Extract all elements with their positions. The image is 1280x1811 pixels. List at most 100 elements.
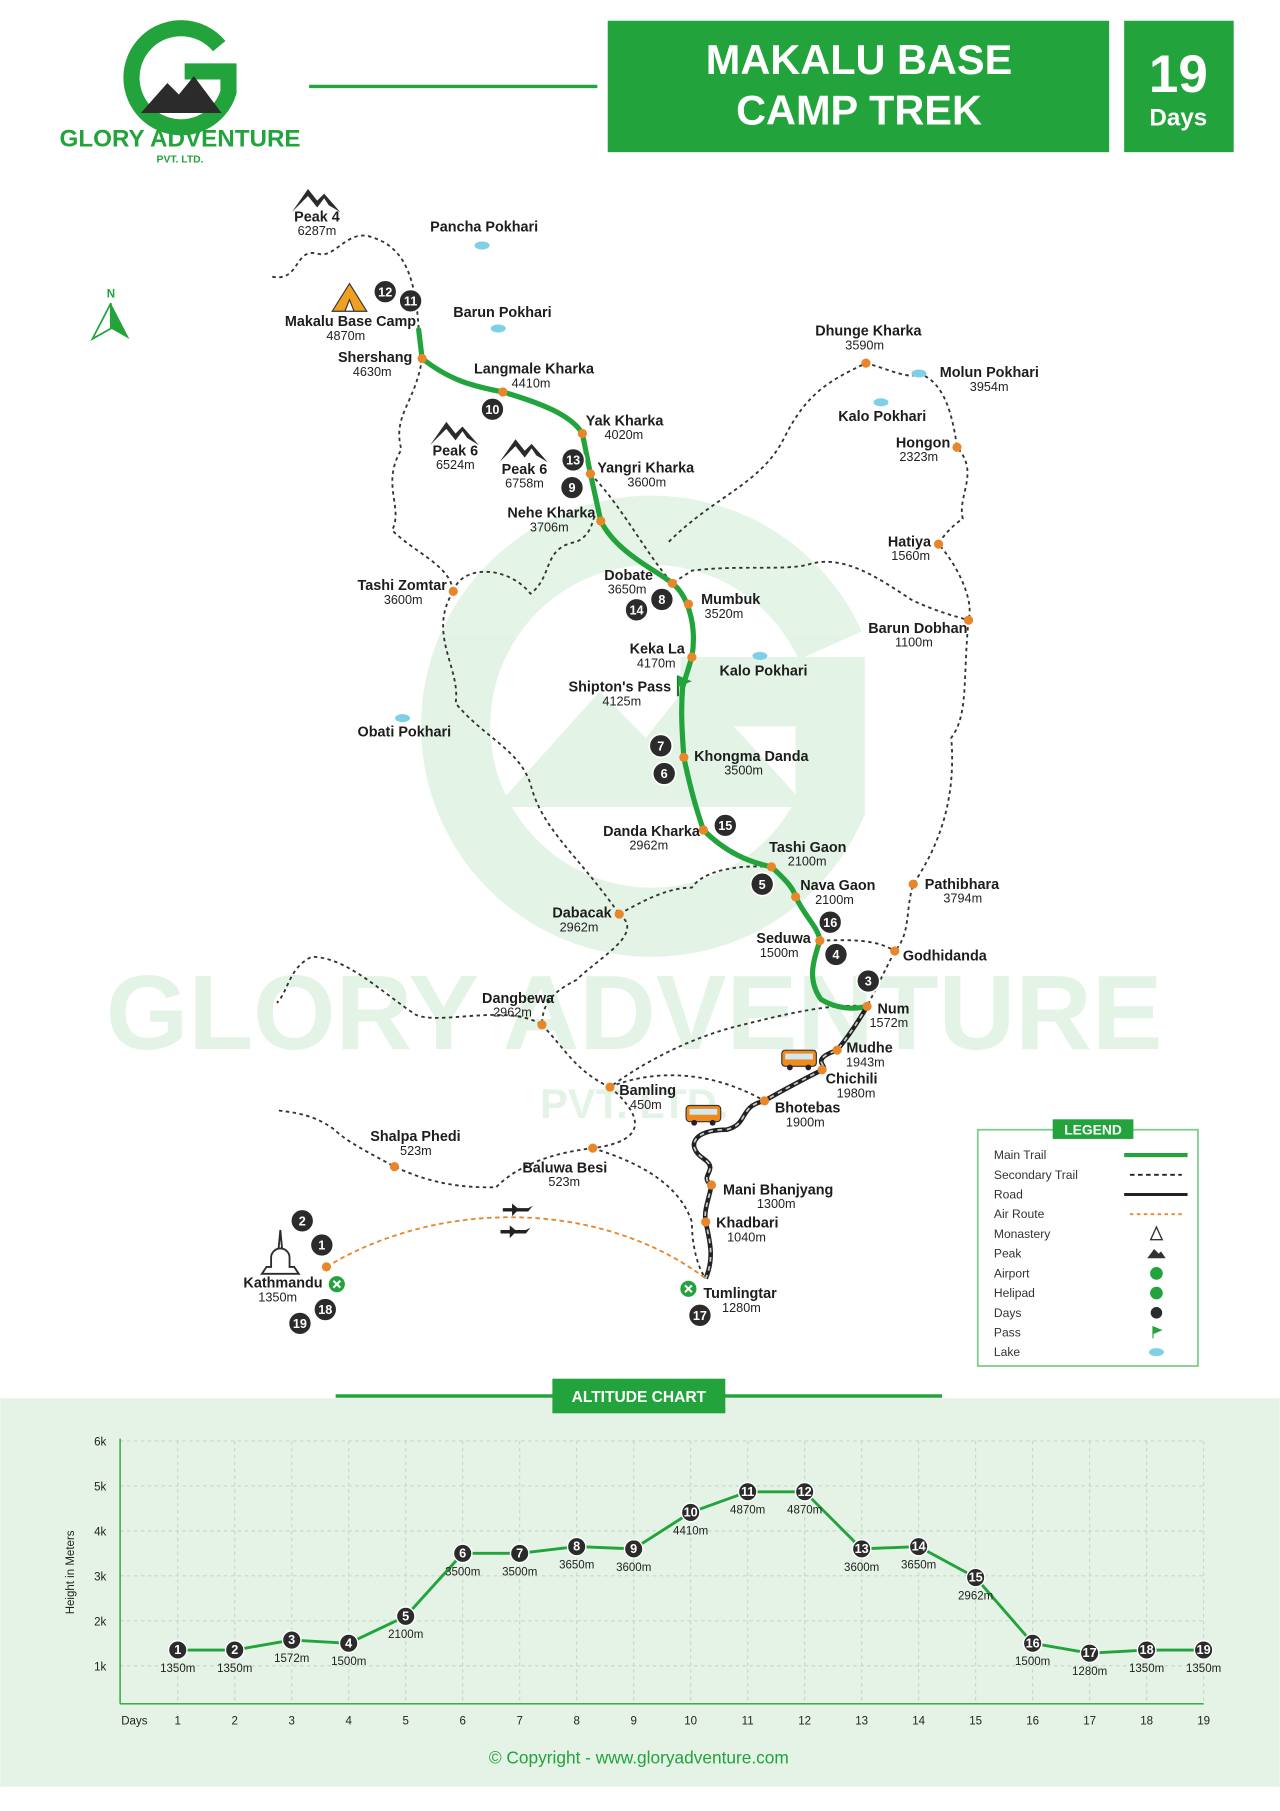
legend-label: Helipad (994, 1286, 1035, 1300)
data-point-label: 3500m (445, 1566, 480, 1578)
day-dot-icon (312, 1297, 338, 1322)
place-elevation: 3500m (724, 764, 763, 778)
day-number: 8 (658, 593, 665, 607)
y-tick-label: 1k (94, 1661, 106, 1673)
data-point-label: 1280m (1072, 1666, 1107, 1678)
waypoint-dot-icon (389, 1161, 400, 1172)
day-number: 9 (568, 481, 575, 495)
page-title-line1: MAKALU BASE (706, 36, 1013, 83)
place-elevation: 6287m (298, 224, 337, 238)
data-point-day-number: 19 (1197, 1643, 1211, 1657)
waypoint-dot-icon (537, 1020, 547, 1030)
bus-wheel (805, 1064, 812, 1071)
place-name: Nehe Kharka (507, 506, 596, 522)
day-marker-13: 13 (560, 447, 586, 473)
place-elevation: 1350m (258, 1290, 297, 1304)
place-name: Tashi Gaon (769, 840, 846, 856)
legend-label: Main Trail (994, 1148, 1046, 1162)
data-point-day-18 (1136, 1640, 1157, 1660)
waypoint-dot-icon (687, 652, 697, 662)
data-point-day-1 (167, 1640, 188, 1660)
brand-name: GLORY ADVENTURE (60, 125, 301, 152)
legend-item-pass-flag: Pass (994, 1326, 1163, 1340)
data-point-day-number: 5 (402, 1609, 409, 1623)
y-axis-label: Height in Meters (65, 1530, 77, 1614)
place-elevation: 3520m (705, 607, 744, 621)
day-marker-16: 16 (817, 909, 843, 935)
legend-item-main-trail: Main Trail (994, 1148, 1188, 1162)
data-point-day-number: 14 (912, 1540, 926, 1554)
place-elevation: 523m (400, 1144, 432, 1158)
legend-label: Lake (994, 1345, 1020, 1359)
waypoint-dot-icon (448, 586, 458, 596)
place-elevation: 1280m (722, 1301, 761, 1315)
x-tick-label: 1 (175, 1716, 181, 1728)
legend-label: Airport (994, 1266, 1030, 1280)
day-dot-icon (559, 475, 585, 501)
data-point-label: 1350m (160, 1663, 195, 1675)
data-point-label: 4870m (730, 1505, 765, 1517)
bus-icon (685, 1104, 722, 1126)
waypoint-dot-icon (832, 1045, 842, 1055)
waypoint-dot-icon (605, 1082, 615, 1092)
waypoint-dot-icon (817, 1065, 827, 1075)
place-elevation: 1560m (891, 549, 930, 563)
place-name: Baluwa Besi (522, 1160, 607, 1176)
data-point-label: 3650m (901, 1560, 936, 1572)
day-number: 11 (404, 294, 417, 308)
waypoint-dot-icon (890, 946, 900, 956)
day-dot-icon (289, 1208, 315, 1234)
day-marker-6: 6 (651, 761, 677, 786)
waypoint-dot-icon (321, 1262, 332, 1272)
legend-label: Peak (994, 1247, 1023, 1261)
data-point-label: 2100m (388, 1629, 423, 1641)
place-name: Peak 6 (433, 443, 479, 459)
x-tick-label: 12 (798, 1716, 811, 1728)
place-elevation: 4630m (353, 365, 392, 379)
day-number: 6 (661, 767, 668, 781)
place-kalo-pokhari: Kalo Pokhari (838, 398, 926, 425)
place-elevation: 4020m (604, 428, 643, 442)
place-name: Dangbewa (482, 991, 555, 1007)
peak-icon (499, 439, 548, 463)
place-name: Keka La (630, 642, 686, 658)
day-marker-9: 9 (559, 475, 585, 501)
data-point-day-16 (1022, 1633, 1043, 1654)
place-name: Kathmandu (243, 1276, 322, 1292)
day-number: 10 (485, 403, 499, 417)
legend-label: Road (994, 1188, 1023, 1202)
bus-window (689, 1108, 718, 1115)
place-pancha-pokhari: Pancha Pokhari (430, 220, 538, 250)
place-name: Kalo Pokhari (838, 409, 926, 425)
legend-label: Monastery (994, 1227, 1051, 1241)
day-number: 18 (318, 1303, 332, 1317)
data-point-day-number: 10 (684, 1505, 698, 1519)
day-number: 4 (832, 948, 839, 962)
lake-icon (474, 241, 490, 250)
day-marker-8: 8 (649, 587, 675, 612)
place-elevation: 450m (630, 1098, 662, 1112)
place-name: Langmale Kharka (474, 361, 595, 377)
data-point-day-11 (737, 1481, 758, 1502)
data-point-label: 1350m (1186, 1663, 1221, 1675)
data-point-day-number: 17 (1083, 1646, 1097, 1660)
place-name: Pathibhara (925, 877, 1000, 893)
waypoint-dot-icon (933, 539, 944, 549)
day-dot-icon (287, 1310, 313, 1336)
road (691, 1005, 870, 1280)
day-marker-1: 1 (309, 1232, 335, 1258)
day-marker-7: 7 (648, 733, 674, 759)
place-name: Bamling (619, 1083, 676, 1099)
y-tick-label: 2k (94, 1616, 106, 1628)
